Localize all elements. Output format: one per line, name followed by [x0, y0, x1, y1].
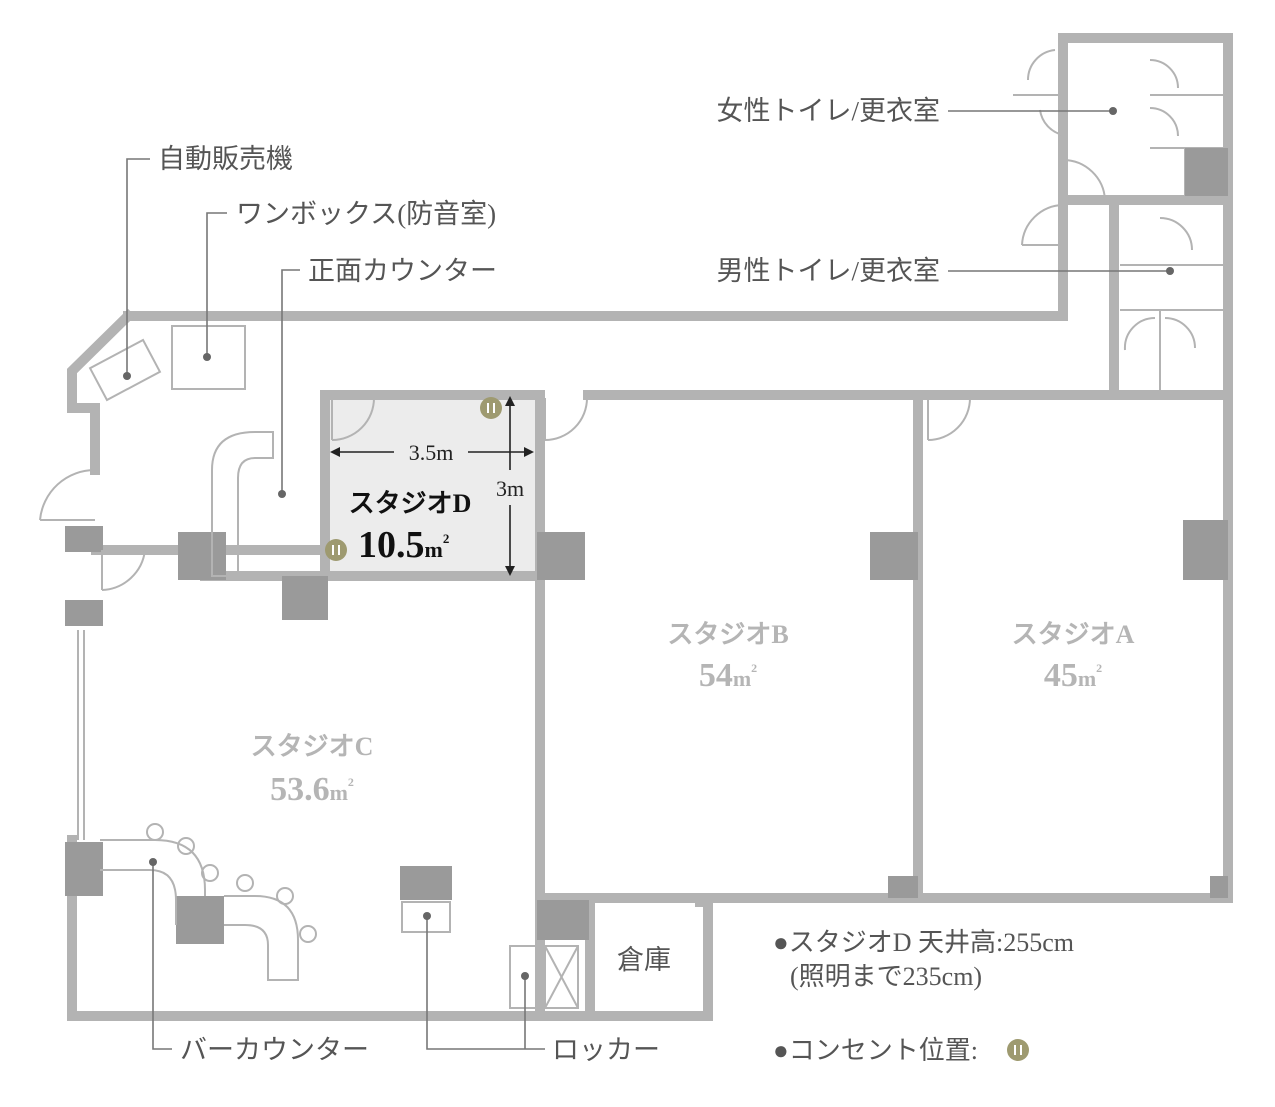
- onebox-booth: [171, 325, 246, 390]
- studio-d-area[interactable]: [325, 395, 537, 576]
- studio-d-depth: 3m: [496, 476, 524, 501]
- studio-d-area-sup: 2: [443, 531, 450, 546]
- note-outlet-legend: ●コンセント位置:: [773, 1036, 978, 1065]
- locker-box: [401, 901, 451, 933]
- label-front-counter: 正面カウンター: [308, 256, 497, 286]
- label-vending: 自動販売機: [158, 144, 293, 174]
- label-onebox: ワンボックス(防音室): [236, 199, 496, 229]
- outlet-icon: [325, 539, 347, 561]
- studio-a-name: スタジオA: [1012, 620, 1135, 649]
- studio-a-area: 45m2: [1044, 657, 1102, 694]
- note-ceiling-height: ●スタジオD 天井高:255cm: [773, 928, 1074, 957]
- label-women: 女性トイレ/更衣室: [716, 96, 940, 126]
- label-locker: ロッカー: [552, 1035, 660, 1065]
- studio-d-width: 3.5m: [409, 440, 454, 465]
- pillars: [65, 148, 1228, 944]
- studio-d: 3.5m 3m スタジオD 10.5m2: [325, 396, 534, 576]
- studio-b-area: 54m2: [699, 657, 757, 694]
- studio-d-area-unit: m: [425, 537, 443, 562]
- studio-d-area-text: 10.5m2: [358, 524, 449, 566]
- label-storage: 倉庫: [617, 945, 671, 975]
- leaders: [123, 107, 1174, 1050]
- vending-machine: [88, 338, 162, 402]
- outlet-icon: [1007, 1039, 1029, 1061]
- studio-d-name: スタジオD: [349, 489, 472, 518]
- outlet-icon: [480, 397, 502, 419]
- doors: [39, 49, 1196, 591]
- studio-c-name: スタジオC: [251, 732, 374, 761]
- studio-b-name: スタジオB: [667, 620, 788, 649]
- label-bar-counter: バーカウンター: [180, 1035, 369, 1065]
- walls: [67, 33, 1233, 1021]
- studio-d-area-num: 10.5: [358, 524, 425, 566]
- note-lighting-height: (照明まで235cm): [790, 962, 982, 991]
- studio-c-area: 53.6m2: [270, 771, 354, 808]
- label-men: 男性トイレ/更衣室: [716, 256, 940, 286]
- front-counter-shape: [211, 431, 274, 577]
